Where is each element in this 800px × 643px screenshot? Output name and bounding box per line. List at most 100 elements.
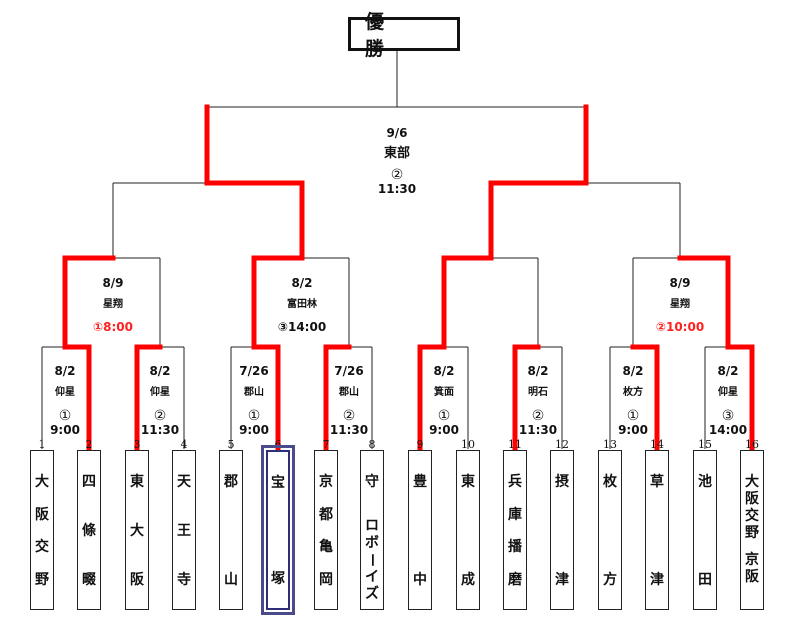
match-date: 7/26: [239, 364, 269, 378]
team-box-highlighted[interactable]: 宝塚: [261, 445, 295, 615]
team-name-char: 畷: [82, 572, 96, 588]
match-venue: 郡山: [338, 387, 359, 398]
match-time: 11:30: [518, 423, 558, 437]
match-venue: 箕面: [433, 387, 454, 398]
seed-number: 14: [650, 438, 664, 451]
match-number-time: ②10:00: [655, 320, 705, 334]
team-box[interactable]: 大阪交野: [30, 450, 54, 610]
team-name-char: ー: [364, 553, 380, 567]
match-date: 8/2: [622, 364, 644, 378]
match-venue: 仰星: [717, 387, 738, 398]
match-number: ②: [390, 167, 404, 183]
team-name-char: 京: [319, 474, 333, 490]
team-name-char: 寺: [177, 572, 191, 588]
team-name-char: 阪: [130, 572, 144, 588]
team-name-char: 東: [130, 474, 144, 490]
team-box[interactable]: 枚方: [598, 450, 622, 610]
match-date: 7/26: [334, 364, 364, 378]
round2-match-info-1: 8/9 星翔 ①8:00: [93, 277, 133, 333]
team-name-char: 播: [508, 539, 522, 556]
match-time: 9:00: [429, 423, 459, 437]
team-name-char: 方: [603, 572, 617, 588]
seed-number: 5: [227, 438, 235, 451]
match-number: ①: [437, 408, 451, 424]
team-name-char: 守: [365, 474, 379, 490]
team-name-char: 阪: [35, 506, 49, 523]
seed-number: 9: [416, 438, 424, 451]
team-name-char: 大: [35, 474, 49, 490]
team-box[interactable]: 東成: [456, 450, 480, 610]
team-name-char: 池: [698, 474, 712, 490]
team-box[interactable]: 草津: [645, 450, 669, 610]
seed-number: 12: [555, 438, 569, 451]
match-date: 9/6: [386, 126, 408, 140]
team-name-char: 枚: [603, 474, 617, 490]
match-date: 8/2: [433, 364, 455, 378]
team-name-char: 都: [319, 506, 333, 523]
seed-number: 1: [38, 438, 46, 451]
match-venue: 星翔: [669, 299, 690, 310]
seed-number: 8: [368, 438, 376, 451]
team-name-char: 磨: [508, 571, 522, 588]
seed-number: 4: [180, 438, 188, 451]
team-name-char: 山: [224, 572, 238, 588]
team-name-char: 阪: [745, 491, 759, 507]
match-date: 8/2: [527, 364, 549, 378]
team-name-char: 草: [650, 474, 664, 490]
team-box[interactable]: 豊中: [408, 450, 432, 610]
team-name-char: 岡: [319, 571, 333, 588]
team-box[interactable]: 守ロボーイズ: [360, 450, 384, 610]
team-box[interactable]: 大阪交野京阪: [740, 450, 764, 610]
team-name-char: ロ: [365, 518, 379, 534]
team-box[interactable]: 郡山: [219, 450, 243, 610]
match-number: ②: [531, 408, 545, 424]
seed-number: 15: [698, 438, 712, 451]
match-number: ①: [247, 408, 261, 424]
team-name-char: 東: [461, 474, 475, 490]
champion-title: 優 勝: [365, 11, 432, 60]
match-venue: 仰星: [54, 387, 75, 398]
team-name-char: 野: [745, 525, 759, 541]
team-box[interactable]: 京都亀岡: [314, 450, 338, 610]
team-box[interactable]: 天王寺: [172, 450, 196, 610]
match-time: 11:30: [140, 423, 180, 437]
match-time: 9:00: [239, 423, 269, 437]
team-name-char: 兵: [508, 474, 522, 490]
team-name-char: 成: [461, 572, 475, 588]
team-name-char: 宝: [271, 475, 285, 491]
match-venue: 仰星: [149, 387, 170, 398]
team-name-char: 郡: [224, 474, 238, 490]
team-name-char: 塚: [271, 571, 285, 587]
team-name-char: 亀: [319, 539, 333, 556]
seed-number: 13: [603, 438, 617, 451]
team-box[interactable]: 摂津: [550, 450, 574, 610]
team-name-char: ズ: [365, 586, 379, 602]
match-time: 9:00: [618, 423, 648, 437]
team-name-char: ボ: [365, 535, 379, 551]
team-box[interactable]: 池田: [693, 450, 717, 610]
team-box[interactable]: 東大阪: [125, 450, 149, 610]
team-box[interactable]: 四條畷: [77, 450, 101, 610]
seed-number: 2: [85, 438, 93, 451]
team-box[interactable]: 兵庫播磨: [503, 450, 527, 610]
team-name-char: 條: [82, 523, 96, 539]
team-name-char: 津: [650, 572, 664, 588]
match-date: 8/2: [291, 276, 313, 290]
match-date: 8/2: [149, 364, 171, 378]
match-venue: 東部: [383, 146, 411, 161]
team-name-char: 豊: [413, 474, 427, 490]
team-name-char: 京: [745, 552, 759, 568]
team-name-char: 交: [35, 539, 49, 556]
match-date: 8/9: [102, 276, 124, 290]
match-time: 11:30: [377, 182, 417, 196]
match-time: 9:00: [50, 423, 80, 437]
match-number: ②: [153, 408, 167, 424]
seed-number: 7: [322, 438, 330, 451]
match-number: ③: [721, 408, 735, 424]
match-number-time: ③14:00: [277, 320, 327, 334]
team-name-char: 中: [413, 572, 427, 588]
match-venue: 星翔: [102, 299, 123, 310]
